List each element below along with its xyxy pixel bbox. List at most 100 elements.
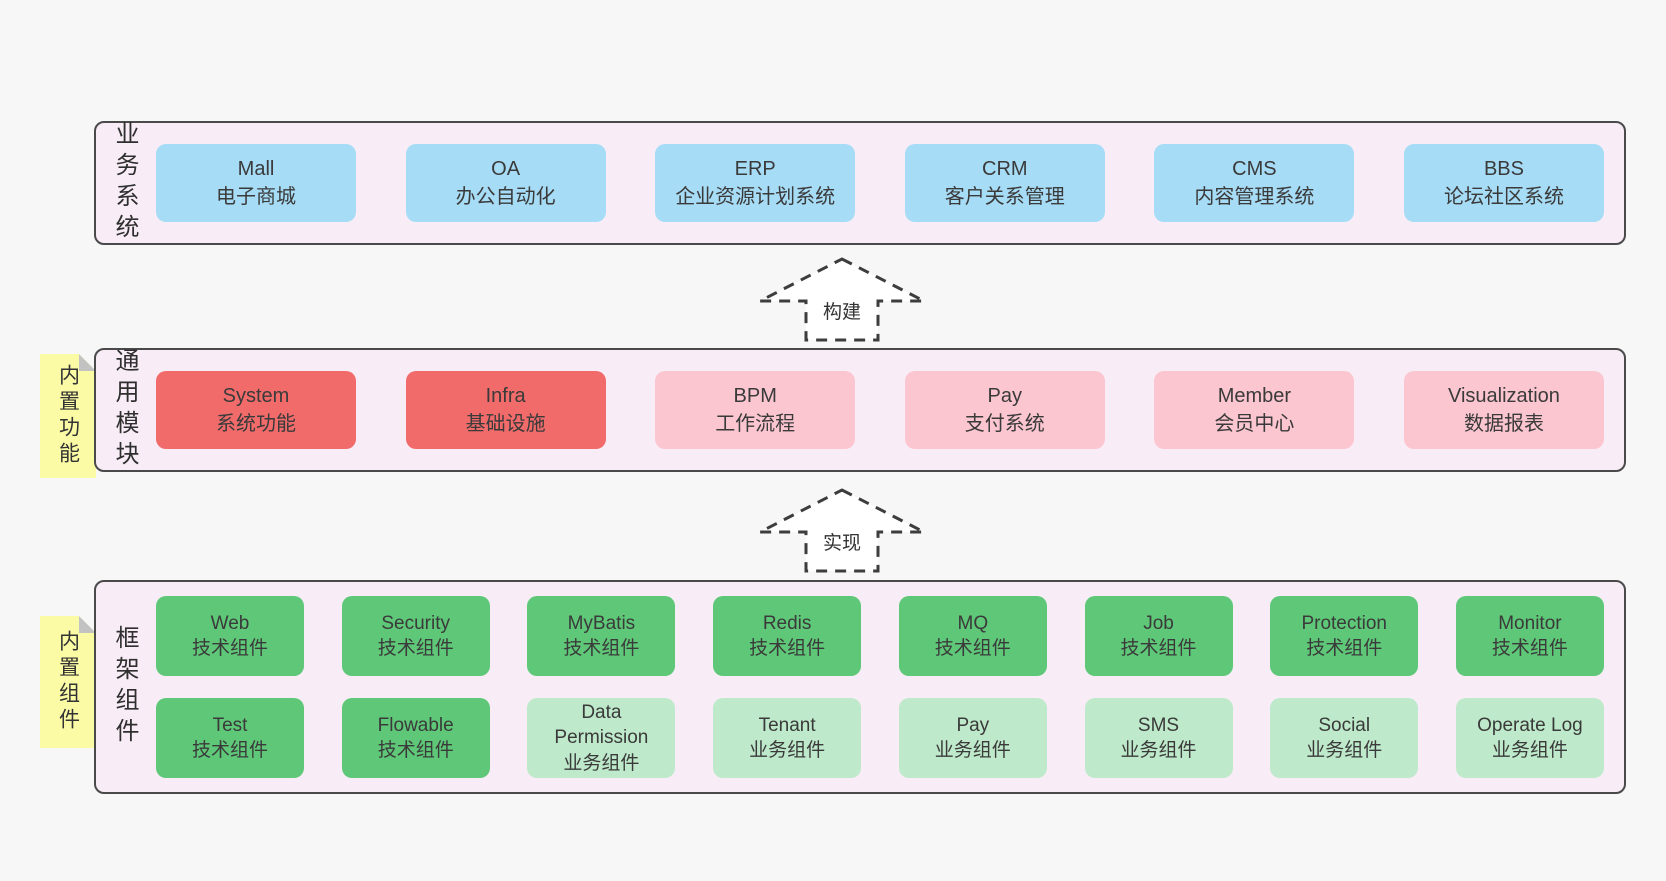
band-framework-components: 框架组件 Web 技术组件 Security 技术组件 MyBatis 技术组件… xyxy=(94,580,1626,794)
box-subtitle: 基础设施 xyxy=(465,413,546,435)
box-subtitle: 企业资源计划系统 xyxy=(675,186,836,208)
box-subtitle: 业务组件 xyxy=(1120,740,1197,761)
note-built-in-components: 内置组件 xyxy=(40,616,96,748)
box-subtitle: 电子商城 xyxy=(216,186,296,208)
box-title: Data Permission xyxy=(554,701,649,749)
box-security: Security 技术组件 xyxy=(341,596,490,676)
box-system: System 系统功能 xyxy=(156,371,356,449)
note-built-in-features: 内置功能 xyxy=(40,354,96,478)
box-subtitle: 技术组件 xyxy=(191,740,268,761)
box-mq: MQ 技术组件 xyxy=(898,596,1047,676)
common-modules-boxes: System 系统功能 Infra 基础设施 BPM 工作流程 Pay 支付系统… xyxy=(136,371,1624,449)
box-title: Web xyxy=(210,612,250,634)
box-subtitle: 技术组件 xyxy=(749,638,826,659)
box-title: System xyxy=(222,384,290,407)
box-title: Flowable xyxy=(377,714,454,736)
box-social: Social 业务组件 xyxy=(1270,698,1419,778)
box-oa: OA 办公自动化 xyxy=(405,144,606,222)
box-subtitle: 会员中心 xyxy=(1214,413,1295,435)
box-pay-system: Pay 支付系统 xyxy=(904,371,1105,449)
box-subtitle: 论坛社区系统 xyxy=(1443,186,1564,208)
box-subtitle: 技术组件 xyxy=(191,638,268,659)
business-systems-boxes: Mall 电子商城 OA 办公自动化 ERP 企业资源计划系统 CRM 客户关系… xyxy=(136,144,1624,222)
box-subtitle: 支付系统 xyxy=(964,413,1045,435)
framework-components-row-1: Web 技术组件 Security 技术组件 MyBatis 技术组件 Redi… xyxy=(156,596,1604,676)
note-text: 内置组件 xyxy=(56,630,80,734)
box-title: Test xyxy=(212,714,248,736)
framework-components-row-2: Test 技术组件 Flowable 技术组件 Data Permission … xyxy=(156,698,1604,778)
dashed-up-arrow-icon xyxy=(759,257,925,342)
box-title: Security xyxy=(381,612,451,634)
dashed-up-arrow-icon xyxy=(759,488,925,573)
box-operate-log: Operate Log 业务组件 xyxy=(1455,698,1604,778)
box-crm: CRM 客户关系管理 xyxy=(904,144,1105,222)
box-member: Member 会员中心 xyxy=(1154,371,1355,449)
box-title: Monitor xyxy=(1498,612,1562,634)
box-subtitle: 客户关系管理 xyxy=(944,186,1065,208)
box-mybatis: MyBatis 技术组件 xyxy=(527,596,676,676)
box-title: MQ xyxy=(957,612,989,634)
box-subtitle: 技术组件 xyxy=(377,740,454,761)
box-tenant: Tenant 业务组件 xyxy=(713,698,862,778)
box-redis: Redis 技术组件 xyxy=(713,596,862,676)
box-pay-component: Pay 业务组件 xyxy=(898,698,1047,778)
box-title: SMS xyxy=(1137,714,1180,736)
box-subtitle: 办公自动化 xyxy=(455,186,556,208)
box-title: ERP xyxy=(734,157,776,180)
box-subtitle: 技术组件 xyxy=(1306,638,1383,659)
box-title: Job xyxy=(1143,612,1174,634)
box-title: Operate Log xyxy=(1477,714,1583,736)
box-web: Web 技术组件 xyxy=(156,596,304,676)
implement-arrow-icon: 实现 xyxy=(757,487,927,575)
box-subtitle: 工作流程 xyxy=(715,413,796,435)
box-subtitle: 业务组件 xyxy=(934,740,1011,761)
box-title: Tenant xyxy=(758,714,816,736)
box-infra: Infra 基础设施 xyxy=(405,371,606,449)
box-test: Test 技术组件 xyxy=(156,698,304,778)
note-text: 内置功能 xyxy=(56,364,80,468)
box-subtitle: 内容管理系统 xyxy=(1194,186,1315,208)
band-common-modules: 通用模块 System 系统功能 Infra 基础设施 BPM 工作流程 Pay… xyxy=(94,348,1626,472)
band-label-framework-components: 框架组件 xyxy=(111,625,138,749)
box-title: Pay xyxy=(956,714,990,736)
band-business-systems: 业务系统 Mall 电子商城 OA 办公自动化 ERP 企业资源计划系统 CRM… xyxy=(94,121,1626,245)
box-title: BPM xyxy=(733,384,777,407)
box-title: Social xyxy=(1318,714,1371,736)
box-protection: Protection 技术组件 xyxy=(1270,596,1419,676)
box-subtitle: 数据报表 xyxy=(1463,413,1544,435)
box-title: OA xyxy=(491,157,521,180)
box-subtitle: 技术组件 xyxy=(1120,638,1197,659)
box-title: Infra xyxy=(485,384,526,407)
box-title: CRM xyxy=(982,157,1028,180)
box-subtitle: 系统功能 xyxy=(216,413,296,435)
box-subtitle: 技术组件 xyxy=(1491,638,1568,659)
box-title: BBS xyxy=(1483,157,1524,180)
box-title: Redis xyxy=(762,612,812,634)
box-data-permission: Data Permission 业务组件 xyxy=(527,698,676,778)
box-title: Pay xyxy=(987,384,1023,407)
band-label-business-systems: 业务系统 xyxy=(111,121,138,245)
box-subtitle: 技术组件 xyxy=(377,638,454,659)
box-title: CMS xyxy=(1232,157,1277,180)
build-arrow-icon: 构建 xyxy=(757,256,927,344)
box-subtitle: 业务组件 xyxy=(1306,740,1383,761)
box-bbs: BBS 论坛社区系统 xyxy=(1403,144,1604,222)
box-mall: Mall 电子商城 xyxy=(156,144,356,222)
box-erp: ERP 企业资源计划系统 xyxy=(655,144,856,222)
box-title: Member xyxy=(1217,384,1292,407)
box-subtitle: 业务组件 xyxy=(749,740,826,761)
band-label-common-modules: 通用模块 xyxy=(111,348,138,472)
box-flowable: Flowable 技术组件 xyxy=(341,698,490,778)
box-subtitle: 业务组件 xyxy=(1491,740,1568,761)
box-job: Job 技术组件 xyxy=(1084,596,1233,676)
box-monitor: Monitor 技术组件 xyxy=(1455,596,1604,676)
box-bpm: BPM 工作流程 xyxy=(655,371,856,449)
box-title: Mall xyxy=(237,157,275,180)
box-title: Visualization xyxy=(1448,384,1560,407)
framework-components-rows: Web 技术组件 Security 技术组件 MyBatis 技术组件 Redi… xyxy=(136,596,1624,778)
box-subtitle: 业务组件 xyxy=(563,752,640,774)
box-visualization: Visualization 数据报表 xyxy=(1403,371,1604,449)
box-subtitle: 技术组件 xyxy=(563,638,640,659)
box-sms: SMS 业务组件 xyxy=(1084,698,1233,778)
box-subtitle: 技术组件 xyxy=(934,638,1011,659)
